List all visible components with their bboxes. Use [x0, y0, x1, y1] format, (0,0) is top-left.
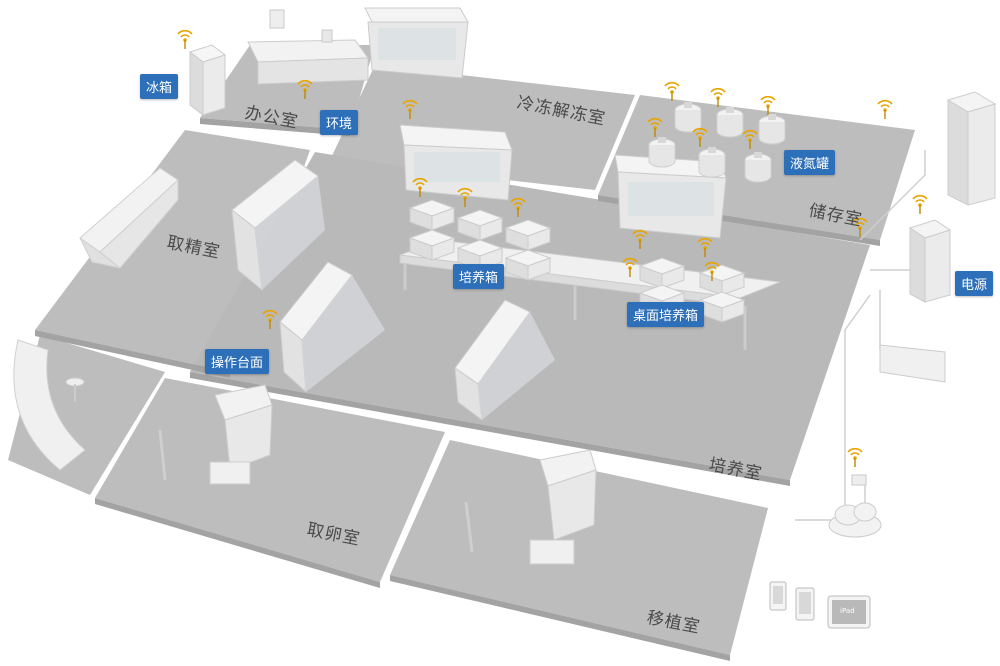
tablet-label: iPad: [840, 607, 855, 615]
sperm-room-sofa: [79, 167, 179, 269]
tag-fridge: 冰箱: [140, 74, 179, 99]
lounge-sofa: [13, 339, 86, 471]
freeze-room-cabinet: [364, 7, 469, 79]
sperm-room-booth: [231, 159, 325, 292]
tag-workbench: 操作台面: [205, 349, 270, 374]
server-rack: [946, 91, 997, 206]
tag-incubator: 培养箱: [453, 264, 505, 289]
culture-room-hood: [399, 124, 513, 201]
tag-power: 电源: [955, 271, 994, 296]
tablet-icon: [827, 595, 871, 629]
power-unit: [908, 219, 952, 303]
cloud-icon: [828, 502, 882, 538]
tag-liquid-nitrogen: 液氮罐: [784, 150, 836, 175]
wall-display: [879, 344, 946, 383]
phone-icon-2: [795, 587, 815, 621]
tag-desktop-incubator: 桌面培养箱: [627, 302, 705, 327]
workbench-booth: [279, 261, 385, 394]
fridge: [188, 44, 227, 117]
room-transfer-floor: [390, 440, 768, 655]
phone-icon-1: [769, 581, 787, 611]
culture-booth: [454, 299, 555, 422]
office-desk: [247, 9, 369, 85]
network-lines: [795, 150, 926, 521]
transfer-room-chair: [464, 449, 597, 565]
room-egg-floor: [95, 378, 445, 582]
egg-room-chair: [158, 384, 273, 485]
gateway-device: [851, 474, 867, 486]
tag-environment: 环境: [320, 110, 359, 135]
storage-room-cabinet: [614, 154, 727, 239]
